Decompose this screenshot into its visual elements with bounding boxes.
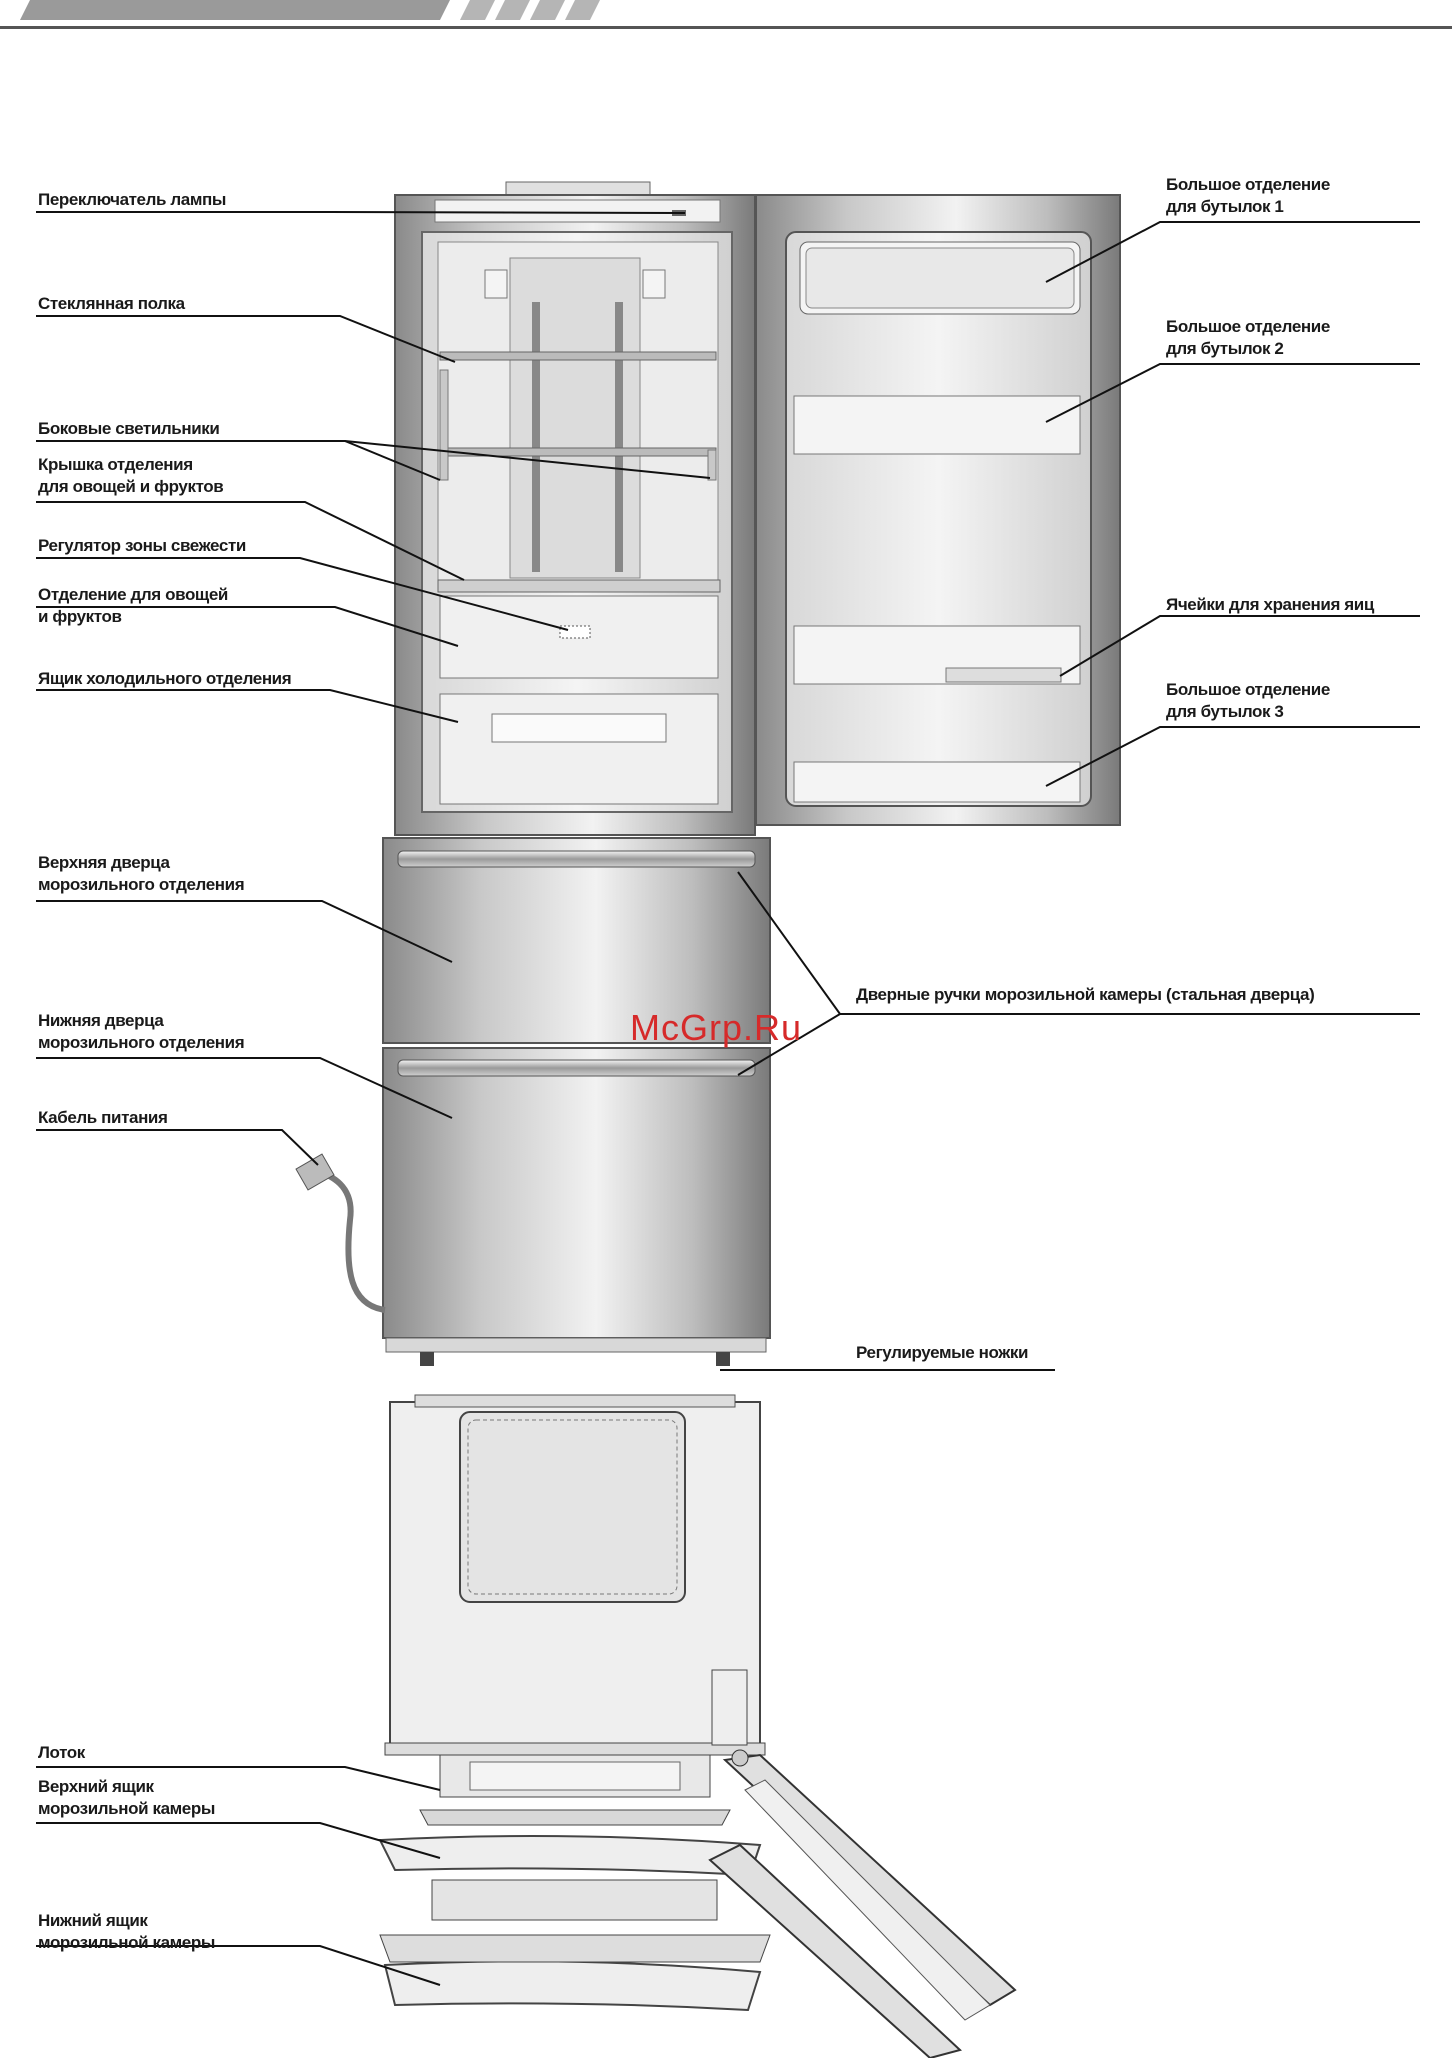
label-crisper: Отделение для овощей и фруктов bbox=[38, 585, 228, 626]
label-side-lights: Боковые светильники bbox=[38, 419, 220, 438]
label-lower-freezer-box: Нижний ящик морозильной камеры bbox=[38, 1911, 215, 1952]
watermark: McGrp.Ru bbox=[630, 1007, 803, 1048]
freezer-open-illustration bbox=[378, 1394, 1017, 2058]
leader-lines bbox=[36, 211, 1420, 1986]
label-power-cable: Кабель питания bbox=[38, 1108, 168, 1127]
label-bottle-compartment-3: Большое отделение для бутылок 3 bbox=[1166, 680, 1330, 721]
label-fridge-drawer: Ящик холодильного отделения bbox=[38, 669, 292, 688]
label-bottle-compartment-2: Большое отделение для бутылок 2 bbox=[1166, 317, 1330, 358]
freezer-section bbox=[295, 837, 771, 1366]
label-lower-freezer-door: Нижняя дверца морозильного отделения bbox=[38, 1011, 245, 1052]
label-glass-shelf: Стеклянная полка bbox=[38, 294, 185, 313]
label-crisper-cover: Крышка отделения для овощей и фруктов bbox=[38, 455, 224, 496]
label-egg-cells: Ячейки для хранения яиц bbox=[1166, 595, 1374, 614]
label-upper-freezer-door: Верхняя дверца морозильного отделения bbox=[38, 853, 245, 894]
fridge-door bbox=[755, 194, 1121, 826]
label-bottle-compartment-1: Большое отделение для бутылок 1 bbox=[1166, 175, 1330, 216]
fridge-cabinet bbox=[394, 181, 756, 836]
label-upper-freezer-box: Верхний ящик морозильной камеры bbox=[38, 1777, 215, 1818]
label-lamp-switch: Переключатель лампы bbox=[38, 190, 226, 209]
label-tray: Лоток bbox=[38, 1743, 85, 1762]
label-freshness-regulator: Регулятор зоны свежести bbox=[38, 536, 246, 555]
label-freezer-handles: Дверные ручки морозильной камеры (стальн… bbox=[856, 985, 1315, 1004]
label-adjustable-feet: Регулируемые ножки bbox=[856, 1343, 1029, 1362]
header-decoration bbox=[0, 0, 1452, 29]
